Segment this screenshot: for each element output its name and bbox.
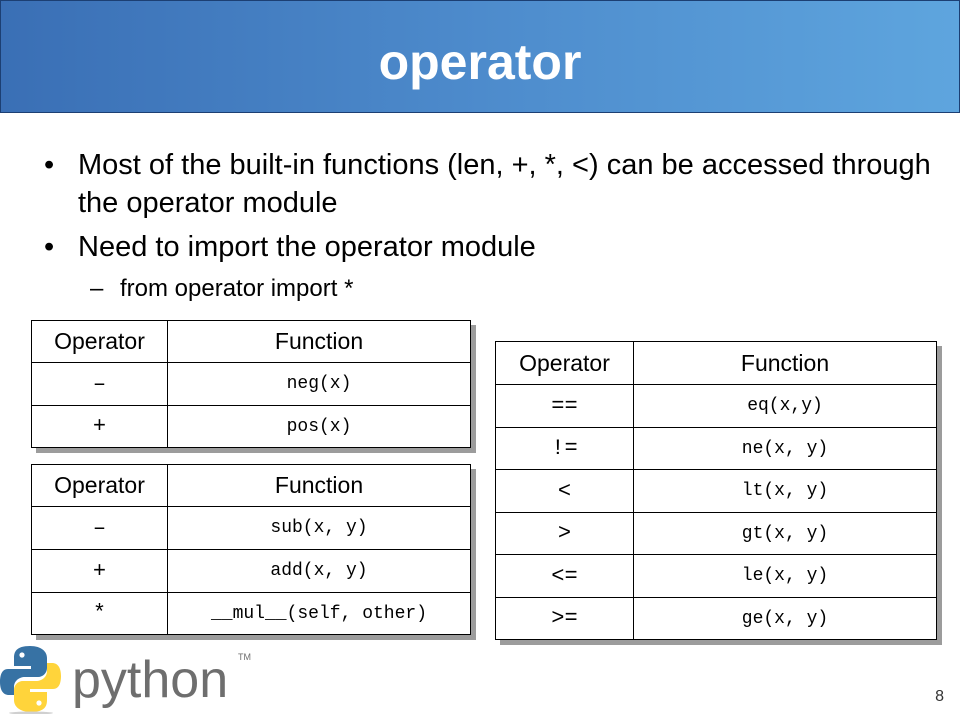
operator-cell: + bbox=[31, 549, 168, 593]
trademark-symbol: TM bbox=[238, 652, 251, 662]
operator-cell: – bbox=[31, 506, 168, 550]
function-cell: lt(x, y) bbox=[633, 469, 937, 513]
bullet-dot: • bbox=[44, 149, 55, 181]
column-header: Operator bbox=[495, 341, 634, 385]
sub-bullet-text: from operator import * bbox=[120, 275, 354, 302]
slide-title: operator bbox=[378, 34, 582, 90]
bullet-item: • Need to import the operator module bbox=[44, 228, 944, 266]
python-logo-icon: python TM bbox=[0, 646, 251, 715]
column-header: Function bbox=[167, 320, 471, 363]
bullet-item: • Most of the built-in functions (len, +… bbox=[44, 146, 944, 222]
table-row: – neg(x) bbox=[31, 362, 471, 406]
column-header: Function bbox=[167, 464, 471, 507]
operator-cell: <= bbox=[495, 554, 634, 598]
table-row: – sub(x, y) bbox=[31, 506, 471, 550]
column-header: Function bbox=[633, 341, 937, 385]
function-cell: ge(x, y) bbox=[633, 597, 937, 640]
operator-cell: > bbox=[495, 512, 634, 555]
operator-cell: < bbox=[495, 469, 634, 513]
bullet-text: Most of the built-in functions (len, +, … bbox=[78, 149, 931, 219]
function-cell: neg(x) bbox=[167, 362, 471, 406]
table-row: + pos(x) bbox=[31, 405, 471, 448]
operator-cell: != bbox=[495, 427, 634, 470]
function-cell: add(x, y) bbox=[167, 549, 471, 593]
table-row: * __mul__(self, other) bbox=[31, 592, 471, 635]
comparison-operator-table: Operator Function == eq(x,y) != ne(x, y)… bbox=[495, 341, 937, 640]
column-header: Operator bbox=[31, 464, 168, 507]
table-row: + add(x, y) bbox=[31, 549, 471, 593]
function-cell: sub(x, y) bbox=[167, 506, 471, 550]
python-logo: python TM bbox=[0, 642, 260, 715]
table-row: < lt(x, y) bbox=[495, 469, 937, 513]
operator-cell: – bbox=[31, 362, 168, 406]
column-header: Operator bbox=[31, 320, 168, 363]
sub-bullet-item: – from operator import * bbox=[44, 272, 944, 306]
operator-cell: + bbox=[31, 405, 168, 448]
operator-cell: * bbox=[31, 592, 168, 635]
table-row: != ne(x, y) bbox=[495, 427, 937, 470]
function-cell: le(x, y) bbox=[633, 554, 937, 598]
operator-cell: >= bbox=[495, 597, 634, 640]
page-number: 8 bbox=[935, 688, 944, 705]
function-cell: gt(x, y) bbox=[633, 512, 937, 555]
table-row: <= le(x, y) bbox=[495, 554, 937, 598]
bullet-list: • Most of the built-in functions (len, +… bbox=[44, 146, 944, 306]
function-cell: ne(x, y) bbox=[633, 427, 937, 470]
binary-operator-table: Operator Function – sub(x, y) + add(x, y… bbox=[31, 464, 471, 635]
python-wordmark: python bbox=[72, 651, 228, 709]
bullet-text: Need to import the operator module bbox=[78, 231, 536, 263]
bullet-dot: • bbox=[44, 231, 55, 263]
table-row: >= ge(x, y) bbox=[495, 597, 937, 640]
table-row: > gt(x, y) bbox=[495, 512, 937, 555]
unary-operator-table: Operator Function – neg(x) + pos(x) bbox=[31, 320, 471, 448]
table-row: == eq(x,y) bbox=[495, 384, 937, 428]
function-cell: eq(x,y) bbox=[633, 384, 937, 428]
function-cell: __mul__(self, other) bbox=[167, 592, 471, 635]
title-bar bbox=[0, 0, 960, 113]
sub-bullet-dash: – bbox=[90, 275, 104, 302]
function-cell: pos(x) bbox=[167, 405, 471, 448]
operator-cell: == bbox=[495, 384, 634, 428]
